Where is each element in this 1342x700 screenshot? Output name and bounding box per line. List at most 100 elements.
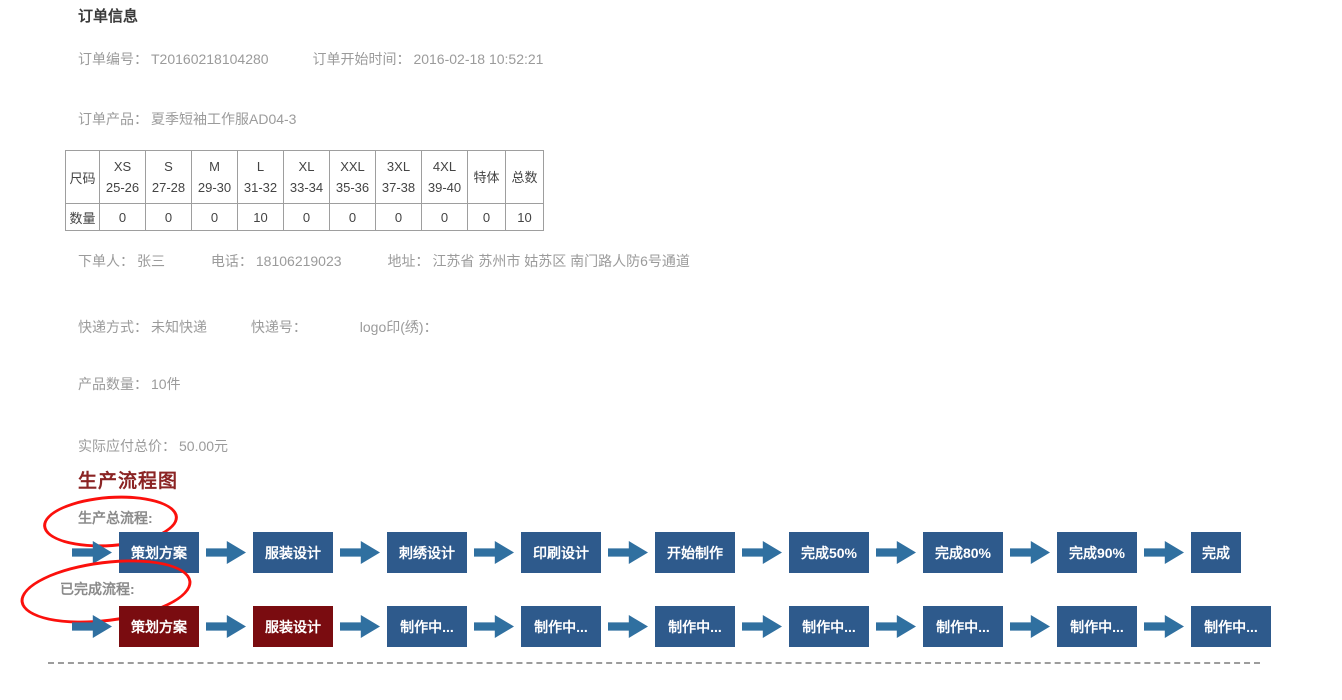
tracking-number-label: 快递号：: [250, 319, 307, 335]
arrow-right-icon: [876, 615, 916, 638]
arrow-right-icon: [206, 615, 246, 638]
flow-step: 制作中...: [467, 606, 601, 647]
flow-step: 完成80%: [869, 532, 1003, 573]
order-product: 订单产品：夏季短袖工作服AD04-3: [78, 111, 296, 127]
product-quantity-line: 产品数量：10件: [78, 374, 181, 394]
total-flow-row: 策划方案 服装设计 刺绣设计 印刷设计 开始制作 完成50% 完成80%: [65, 532, 1241, 573]
size-name: M: [209, 159, 220, 174]
order-product-line: 订单产品：夏季短袖工作服AD04-3: [78, 109, 296, 129]
order-product-value: 夏季短袖工作服AD04-3: [151, 111, 297, 127]
size-name: 总数: [511, 169, 538, 185]
size-name: L: [256, 159, 265, 174]
product-quantity-label: 产品数量：: [78, 376, 148, 392]
quantity-cell: 0: [376, 204, 422, 231]
flow-step-box: 完成50%: [789, 532, 869, 573]
size-column-header: M 29-30: [192, 151, 238, 204]
shipping-line: 快递方式：未知快递 快递号： logo印(绣)：: [78, 317, 441, 337]
size-column-header: L 31-32: [238, 151, 284, 204]
flow-step: 制作中...: [601, 606, 735, 647]
flow-chart-heading: 生产流程图: [78, 471, 179, 492]
flow-step-box: 制作中...: [655, 606, 735, 647]
quantity-cell: 10: [238, 204, 284, 231]
quantity-cell: 0: [100, 204, 146, 231]
flow-step: 制作中...: [1137, 606, 1271, 647]
shipping-method-value: 未知快递: [151, 319, 207, 335]
size-column-header: 3XL 37-38: [376, 151, 422, 204]
flow-step-box: 开始制作: [655, 532, 735, 573]
buyer-phone-label: 电话：: [210, 253, 253, 269]
quantity-cell: 0: [284, 204, 330, 231]
flow-step: 完成: [1137, 532, 1241, 573]
size-column-header: XS 25-26: [100, 151, 146, 204]
flow-step: 服装设计: [199, 606, 333, 647]
flow-step: 印刷设计: [467, 532, 601, 573]
flow-step-box: 制作中...: [789, 606, 869, 647]
tracking-number: 快递号：: [251, 319, 310, 335]
completed-flow-row: 策划方案 服装设计 制作中... 制作中... 制作中... 制作中... 制作…: [65, 606, 1271, 647]
flow-step-box: 制作中...: [521, 606, 601, 647]
size-column-header: 4XL 39-40: [422, 151, 468, 204]
size-name: 特体: [473, 169, 500, 185]
size-range: 31-32: [243, 180, 278, 195]
flow-step: 开始制作: [601, 532, 735, 573]
flow-step-box: 制作中...: [923, 606, 1003, 647]
arrow-right-icon: [742, 615, 782, 638]
size-name: 4XL: [432, 159, 457, 174]
buyer-phone-value: 18106219023: [255, 253, 342, 269]
order-start-label: 订单开始时间：: [312, 51, 411, 67]
size-corner-cell: 尺码: [66, 151, 100, 204]
completed-flow-label: 已完成流程:: [60, 581, 135, 597]
arrow-right-icon: [1010, 615, 1050, 638]
flow-step-box: 刺绣设计: [387, 532, 467, 573]
size-range: 27-28: [151, 180, 186, 195]
arrow-right-icon: [340, 615, 380, 638]
flow-step: 服装设计: [199, 532, 333, 573]
order-number-label: 订单编号：: [78, 51, 148, 67]
flow-step: 策划方案: [65, 532, 199, 573]
quantity-cell: 10: [506, 204, 544, 231]
size-column-header: 特体: [468, 151, 506, 204]
arrow-right-icon: [608, 615, 648, 638]
dashed-divider: [48, 662, 1260, 664]
total-price-line: 实际应付总价：50.00元: [78, 436, 228, 456]
size-column-header: 总数: [506, 151, 544, 204]
arrow-right-icon: [72, 615, 112, 638]
quantity-cell: 0: [330, 204, 376, 231]
order-meta-line: 订单编号：T20160218104280 订单开始时间：2016-02-18 1…: [78, 49, 543, 69]
buyer-name-value: 张三: [137, 253, 165, 269]
buyer-address: 地址：江苏省 苏州市 姑苏区 南门路人防6号通道: [387, 253, 689, 269]
flow-step: 策划方案: [65, 606, 199, 647]
flow-step-box: 策划方案: [119, 606, 199, 647]
size-range: 35-36: [335, 180, 370, 195]
size-column-header: XL 33-34: [284, 151, 330, 204]
flow-step-box: 服装设计: [253, 532, 333, 573]
size-column-header: XXL 35-36: [330, 151, 376, 204]
size-name: S: [164, 159, 173, 174]
buyer-address-label: 地址：: [387, 253, 430, 269]
shipping-method-label: 快递方式：: [78, 319, 148, 335]
size-name: XS: [113, 159, 132, 174]
total-flow-label: 生产总流程:: [78, 510, 153, 526]
size-name: XXL: [340, 159, 365, 174]
arrow-right-icon: [742, 541, 782, 564]
flow-step-box: 完成: [1191, 532, 1241, 573]
arrow-right-icon: [72, 541, 112, 564]
arrow-right-icon: [1144, 541, 1184, 564]
size-column-header: S 27-28: [146, 151, 192, 204]
size-name: XL: [298, 159, 315, 174]
product-quantity-value: 10件: [151, 376, 181, 392]
product-quantity: 产品数量：10件: [78, 376, 181, 392]
flow-step: 刺绣设计: [333, 532, 467, 573]
order-number-value: T20160218104280: [151, 51, 269, 67]
total-price: 实际应付总价：50.00元: [78, 438, 228, 454]
flow-step: 完成90%: [1003, 532, 1137, 573]
arrow-right-icon: [474, 541, 514, 564]
buyer-phone: 电话：18106219023: [211, 253, 342, 269]
arrow-right-icon: [1010, 541, 1050, 564]
flow-step: 制作中...: [333, 606, 467, 647]
order-product-label: 订单产品：: [78, 111, 148, 127]
arrow-right-icon: [1144, 615, 1184, 638]
size-table: 尺码 XS 25-26 S 27-28 M 29-30 L 31-32 X: [65, 150, 544, 231]
logo-print-label: logo印(绣)：: [359, 319, 438, 335]
flow-step-box: 服装设计: [253, 606, 333, 647]
